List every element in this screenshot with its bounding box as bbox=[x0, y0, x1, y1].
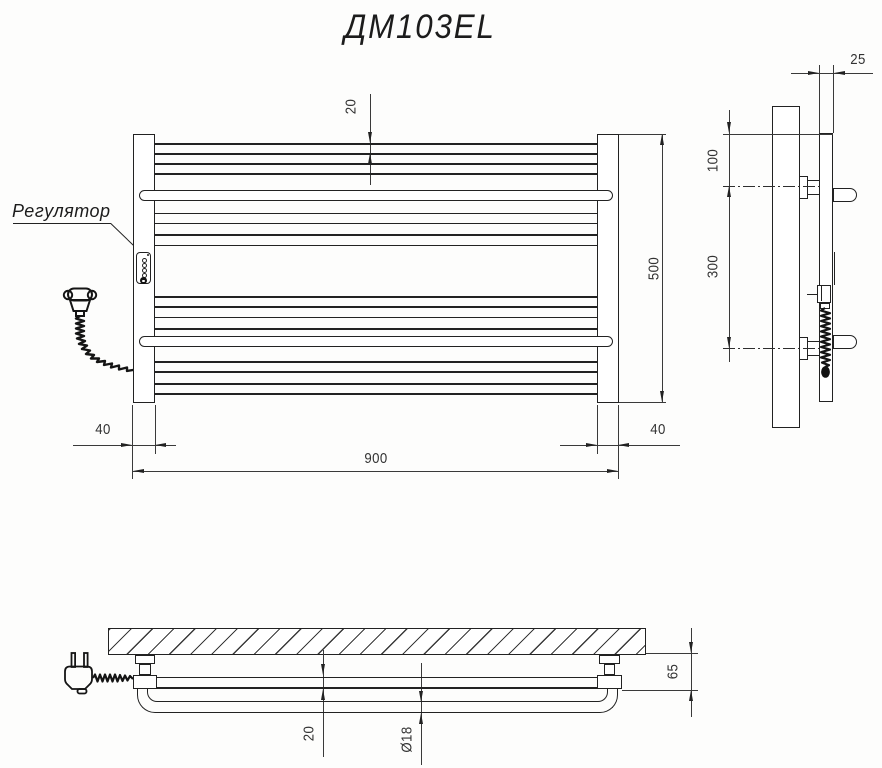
dim-left-post-text: 40 bbox=[95, 421, 111, 438]
dim-arrow bbox=[606, 469, 618, 473]
panel-button-3 bbox=[142, 268, 148, 273]
dim-extension bbox=[154, 404, 156, 454]
bracket-centerline-top bbox=[723, 186, 820, 188]
dim-arrow bbox=[807, 70, 819, 75]
panel-led-dot bbox=[146, 254, 149, 257]
bottom-wall-section bbox=[107, 627, 646, 655]
dim-standoff-line bbox=[791, 72, 873, 74]
panel-knob bbox=[139, 277, 148, 285]
dim-rung-pitch-text: 20 bbox=[342, 98, 360, 115]
dim-extension bbox=[618, 133, 666, 135]
dim-arrow bbox=[419, 712, 424, 724]
dim-arrow bbox=[689, 690, 694, 701]
rung-line bbox=[155, 296, 597, 298]
dim-arrow bbox=[367, 153, 372, 165]
bottom-collector-block-left bbox=[132, 674, 158, 690]
power-plug-bottom bbox=[64, 652, 134, 695]
bottom-bracket-right-flange bbox=[598, 655, 620, 664]
dim-width-text: 900 bbox=[363, 449, 388, 467]
bottom-bracket-right-neck bbox=[603, 663, 616, 676]
front-right-post bbox=[596, 134, 619, 403]
dim-arrow bbox=[121, 442, 133, 447]
side-hook-bar-bottom bbox=[832, 334, 857, 349]
side-coil-cable bbox=[819, 307, 832, 378]
dim-wall-clearance-text: 65 bbox=[664, 663, 681, 680]
dim-extension bbox=[621, 689, 698, 691]
dim-extension bbox=[617, 404, 619, 479]
rung-line bbox=[155, 328, 597, 330]
dim-arrow bbox=[660, 390, 665, 402]
dim-extension bbox=[832, 65, 834, 133]
rung-line bbox=[155, 153, 597, 155]
power-plug-and-coil-front bbox=[62, 287, 139, 373]
rung-line bbox=[155, 316, 597, 319]
bottom-collector-block-right bbox=[596, 674, 622, 690]
dim-arrow bbox=[155, 442, 166, 447]
rung-line bbox=[155, 163, 597, 165]
dim-standoff-text: 25 bbox=[849, 50, 866, 68]
dim-arrow bbox=[367, 131, 372, 143]
rung-line bbox=[155, 143, 597, 145]
rung-line bbox=[155, 306, 597, 308]
rung-line bbox=[155, 393, 597, 395]
dim-width-line bbox=[132, 471, 619, 473]
dim-arrow bbox=[320, 688, 325, 700]
regulator-label: Регулятор bbox=[12, 201, 111, 221]
rung-line bbox=[155, 383, 597, 385]
dim-arrow bbox=[618, 442, 630, 447]
rung-line bbox=[155, 173, 597, 175]
dim-arrow bbox=[726, 122, 731, 134]
side-housing-pin bbox=[806, 293, 817, 295]
bottom-hook-tube-outer bbox=[136, 688, 618, 713]
dim-height-line bbox=[662, 133, 664, 402]
dim-bracket-spacing-text: 300 bbox=[704, 254, 721, 279]
bottom-collector-top-line bbox=[157, 676, 597, 678]
rung-line bbox=[155, 212, 597, 215]
dim-extension bbox=[645, 653, 698, 655]
dim-extension bbox=[818, 65, 820, 133]
panel-button-2 bbox=[142, 263, 148, 268]
dim-top-offset-text: 100 bbox=[704, 148, 721, 172]
dim-arrow bbox=[660, 133, 665, 145]
regulator-panel bbox=[136, 251, 151, 285]
rung-line bbox=[155, 361, 597, 363]
bottom-hook-tube-inner bbox=[146, 688, 608, 702]
dim-right-post-text: 40 bbox=[650, 421, 666, 438]
dim-height-text: 500 bbox=[645, 256, 662, 280]
rung-line bbox=[155, 222, 597, 225]
bottom-bracket-left-neck bbox=[139, 663, 151, 676]
bottom-bracket-left-flange bbox=[134, 655, 156, 664]
dim-extension bbox=[132, 404, 134, 479]
dim-arrow bbox=[132, 469, 144, 473]
dim-arrow bbox=[585, 442, 597, 447]
dim-arrow bbox=[689, 641, 694, 653]
panel-button-1 bbox=[142, 258, 148, 263]
dim-bracket-line bbox=[728, 110, 730, 362]
side-wall-profile bbox=[771, 106, 800, 428]
side-cable-line bbox=[834, 252, 836, 285]
dim-collector-depth-line bbox=[322, 650, 324, 757]
dim-extension bbox=[723, 133, 833, 135]
bottom-collector-bottom-line bbox=[157, 687, 597, 689]
dim-extension bbox=[596, 404, 598, 454]
dim-arrow bbox=[320, 663, 325, 675]
dim-arrow bbox=[833, 70, 845, 75]
rung-line bbox=[155, 244, 597, 247]
dim-arrow bbox=[726, 186, 731, 198]
bracket-centerline-bottom bbox=[723, 348, 820, 349]
regulator-underline bbox=[13, 223, 111, 225]
dim-tube-diameter-text: Ø18 bbox=[398, 725, 416, 753]
side-regulator-housing bbox=[816, 285, 831, 304]
dim-extension bbox=[618, 401, 666, 403]
dim-collector-depth-text: 20 bbox=[300, 725, 317, 742]
dim-arrow bbox=[726, 336, 731, 348]
front-hook-bar-top bbox=[139, 189, 613, 201]
dim-arrow bbox=[419, 690, 424, 702]
drawing-title: ДМ103EL bbox=[344, 8, 496, 46]
rung-line bbox=[155, 371, 597, 373]
front-hook-bar-bottom bbox=[139, 335, 613, 347]
side-hook-bar-top bbox=[832, 188, 857, 202]
dim-wall-clearance-line bbox=[691, 628, 693, 717]
rung-line bbox=[155, 234, 597, 236]
